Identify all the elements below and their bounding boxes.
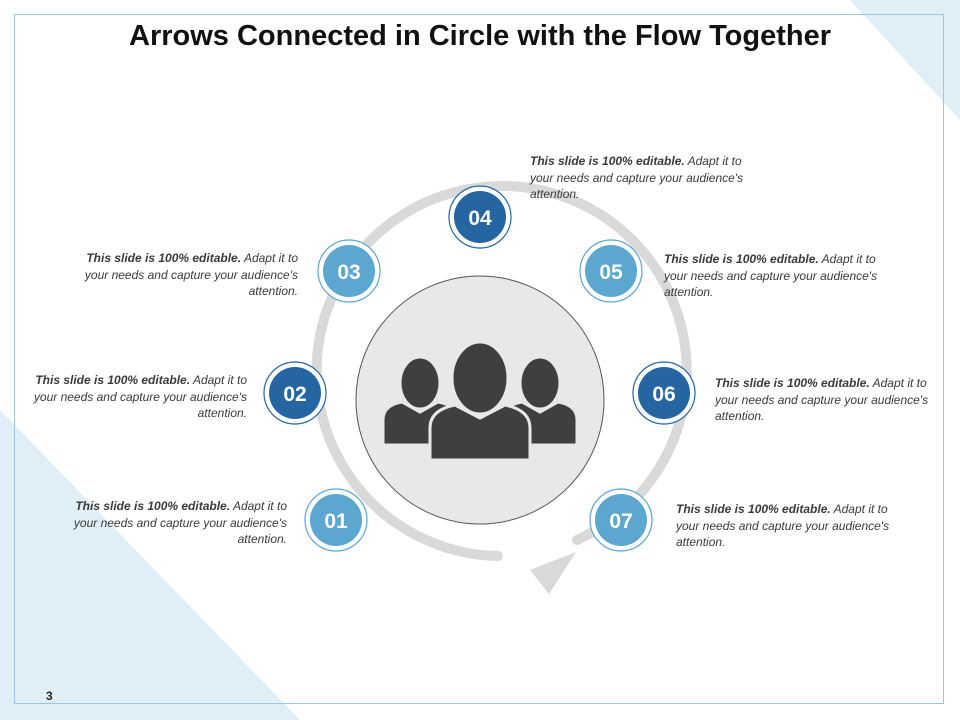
step-description-bold: This slide is 100% editable. [75,499,231,513]
step-node-01: 01 [304,488,368,552]
step-number-05: 05 [599,261,623,284]
flow-arrow-head-icon [530,552,576,594]
slide-frame [14,14,944,704]
step-description-text: Adapt it to your needs and capture your … [84,251,298,298]
step-description-bold: This slide is 100% editable. [676,502,831,516]
step-description-text: Adapt it to your needs and capture your … [676,502,890,549]
step-description-bold: This slide is 100% editable. [530,154,685,168]
step-description-03: This slide is 100% editable. Adapt it to… [83,250,298,300]
step-description-bold: This slide is 100% editable. [86,251,242,265]
step-description-01: This slide is 100% editable. Adapt it to… [72,498,287,548]
step-description-06: This slide is 100% editable. Adapt it to… [715,375,930,425]
step-node-02: 02 [263,361,327,425]
step-node-06: 06 [632,361,696,425]
step-description-bold: This slide is 100% editable. [664,252,819,266]
step-number-01: 01 [324,510,348,533]
step-description-bold: This slide is 100% editable. [35,373,191,387]
step-node-04: 04 [448,185,512,249]
step-description-text: Adapt it to your needs and capture your … [33,373,247,420]
top-right-accent [850,0,960,120]
step-number-06: 06 [652,383,675,406]
step-number-03: 03 [337,261,360,284]
step-node-05: 05 [579,239,643,303]
bottom-left-accent [0,410,300,720]
people-group-icon [381,340,579,462]
step-number-07: 07 [609,510,632,533]
step-description-text: Adapt it to your needs and capture your … [715,376,929,423]
slide-title: Arrows Connected in Circle with the Flow… [129,20,831,52]
step-description-05: This slide is 100% editable. Adapt it to… [664,251,879,301]
step-description-bold: This slide is 100% editable. [715,376,870,390]
step-description-text: Adapt it to your needs and capture your … [664,252,878,299]
step-description-04: This slide is 100% editable. Adapt it to… [530,153,745,203]
step-description-02: This slide is 100% editable. Adapt it to… [32,372,247,422]
step-description-07: This slide is 100% editable. Adapt it to… [676,501,891,551]
step-node-03: 03 [317,239,381,303]
step-node-07: 07 [589,488,653,552]
step-number-04: 04 [468,207,492,230]
step-description-text: Adapt it to your needs and capture your … [73,499,287,546]
page-number: 3 [46,689,53,703]
step-number-02: 02 [283,383,306,406]
step-description-text: Adapt it to your needs and capture your … [530,154,744,201]
